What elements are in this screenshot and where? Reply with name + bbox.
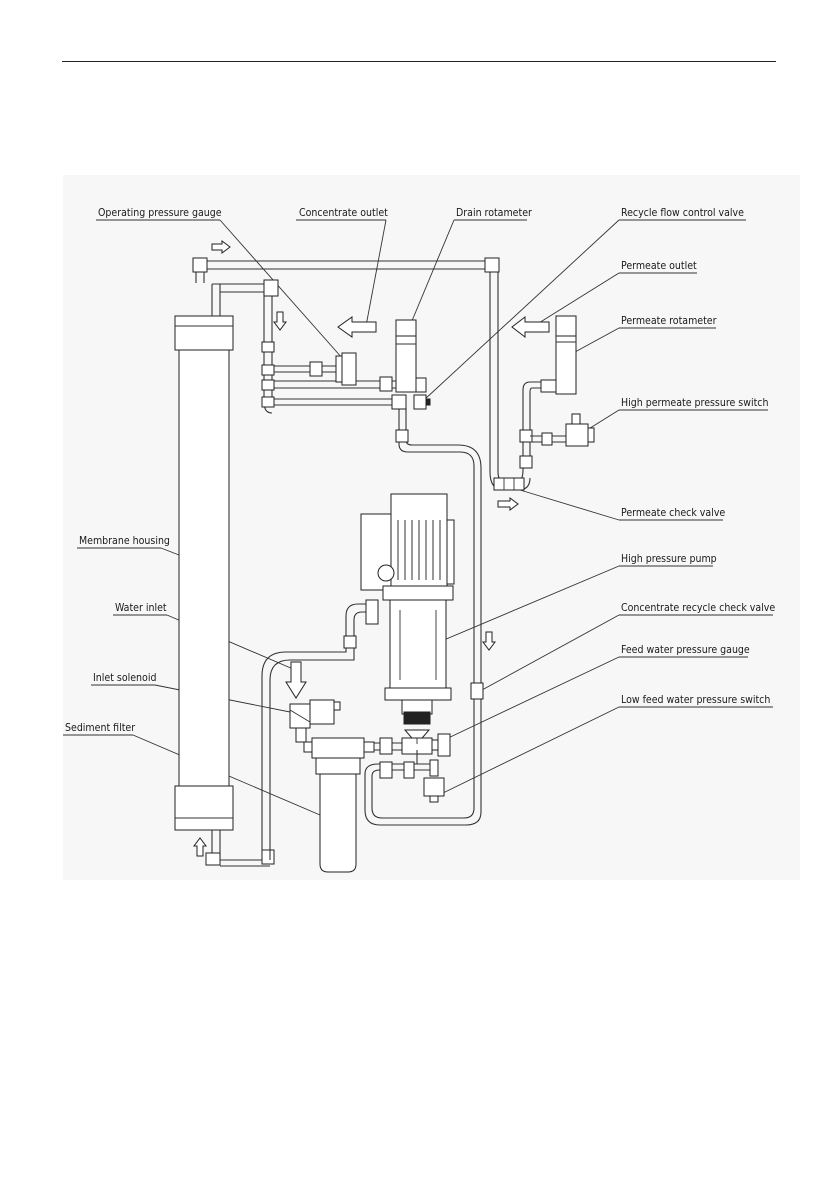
sediment-filter-icon [303,737,375,873]
label-concentrate-recycle-check-valve: Concentrate recycle check valve [481,602,775,691]
permeate-check-valve-icon [489,469,531,491]
inlet-solenoid-icon [289,699,341,743]
svg-text:Feed water pressure gauge: Feed water pressure gauge [621,644,750,656]
recycle-flow-control-valve-icon [413,394,431,410]
svg-text:High permeate pressure switch: High permeate pressure switch [621,397,768,409]
svg-text:Low feed water pressure switch: Low feed water pressure switch [621,694,770,706]
svg-text:High pressure pump: High pressure pump [621,553,717,565]
svg-text:Permeate rotameter: Permeate rotameter [621,315,717,327]
svg-text:Operating pressure gauge: Operating pressure gauge [98,207,222,219]
svg-text:Permeate check valve: Permeate check valve [621,507,725,519]
feed-line [374,737,433,755]
label-high-permeate-pressure-switch: High permeate pressure switch [586,397,768,431]
flow-arrows [193,240,550,857]
svg-text:Concentrate recycle check valv: Concentrate recycle check valve [621,602,775,614]
svg-text:Water inlet: Water inlet [115,602,167,614]
operating-pressure-gauge-icon [335,352,357,386]
pipe-fittings [192,257,500,866]
label-permeate-rotameter: Permeate rotameter [574,315,717,353]
header-rule [62,61,776,62]
svg-text:Recycle flow control valve: Recycle flow control valve [621,207,744,219]
svg-text:Permeate outlet: Permeate outlet [621,260,697,272]
svg-text:Membrane housing: Membrane housing [79,535,170,547]
label-concentrate-outlet: Concentrate outlet [296,207,388,327]
svg-text:Drain rotameter: Drain rotameter [456,207,532,219]
svg-text:Inlet solenoid: Inlet solenoid [93,672,156,684]
label-sediment-filter: Sediment filter [63,722,328,819]
permeate-rotameter-icon [519,315,577,470]
high-permeate-pressure-switch-icon [530,413,595,447]
label-operating-pressure-gauge: Operating pressure gauge [96,207,344,360]
label-high-pressure-pump: High pressure pump [424,553,717,649]
membrane-housing [174,284,234,860]
high-pressure-pump-icon [343,493,455,745]
water-inlet-pipe [220,648,355,867]
label-feed-water-pressure-gauge: Feed water pressure gauge [443,644,750,741]
label-permeate-outlet: Permeate outlet [533,260,697,327]
label-low-feed-water-pressure-switch: Low feed water pressure switch [442,694,773,794]
label-recycle-flow-control-valve: Recycle flow control valve [423,207,746,401]
feed-water-pressure-gauge-icon [431,733,451,757]
low-feed-water-pressure-switch-icon [364,750,445,803]
svg-text:Sediment filter: Sediment filter [65,722,135,734]
svg-text:Concentrate outlet: Concentrate outlet [299,207,388,219]
label-permeate-check-valve: Permeate check valve [519,489,725,521]
label-drain-rotameter: Drain rotameter [408,207,532,329]
drain-rotameter-icon [395,319,427,393]
